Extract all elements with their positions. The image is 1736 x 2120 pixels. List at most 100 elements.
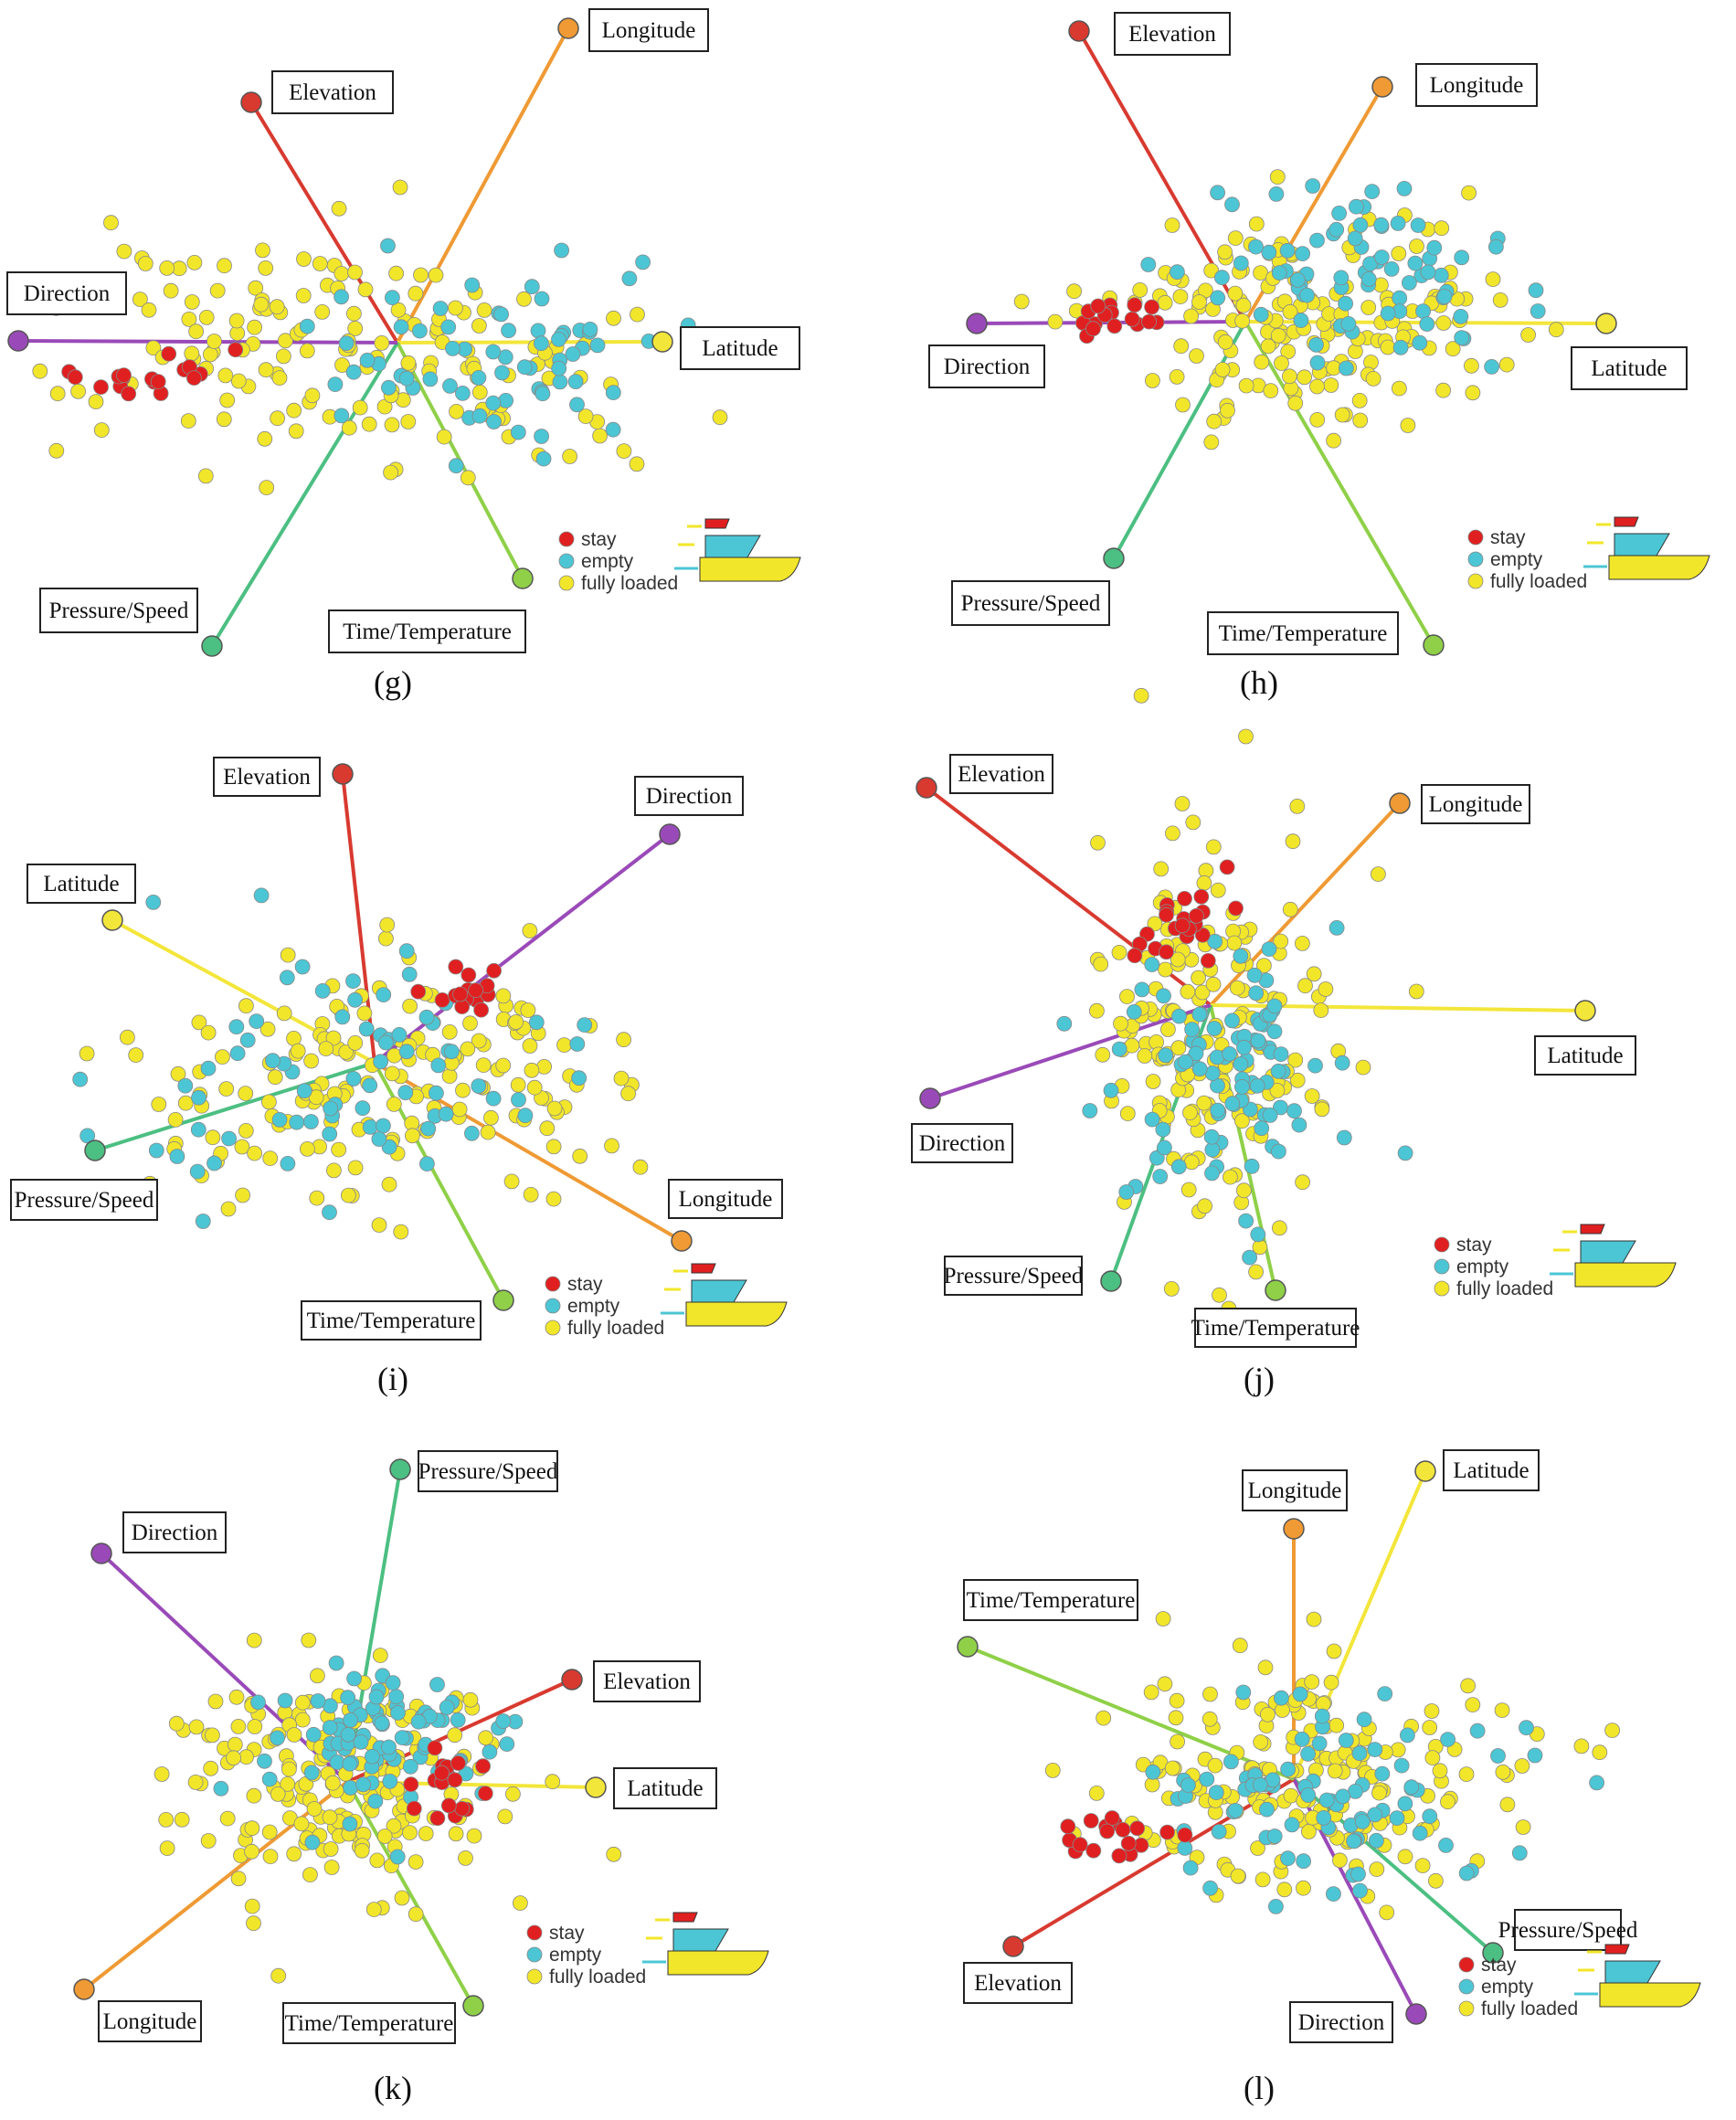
point-fully-loaded: [207, 1693, 224, 1710]
axis-label-box: [6, 271, 127, 315]
axis-label-box: [928, 344, 1045, 388]
point-empty: [1440, 1732, 1455, 1747]
point-empty: [1589, 1775, 1604, 1791]
boat-barge-icon: [1608, 555, 1710, 580]
point-fully-loaded: [262, 1849, 279, 1864]
point-stay: [403, 1776, 419, 1793]
point-fully-loaded: [187, 1775, 204, 1790]
point-empty: [177, 1077, 194, 1094]
axis-label-time-temperature: Time/Temperature: [1219, 621, 1388, 646]
point-fully-loaded: [340, 1187, 356, 1203]
point-fully-loaded: [361, 416, 377, 432]
axis-anchor-pressure-speed: [389, 1458, 411, 1480]
point-fully-loaded: [428, 267, 444, 283]
legend-label-fully-loaded: fully loaded: [549, 1966, 646, 1988]
point-fully-loaded: [246, 1632, 262, 1648]
point-empty: [304, 1834, 321, 1850]
point-empty: [1309, 355, 1326, 371]
point-fully-loaded: [1183, 1154, 1200, 1171]
point-fully-loaded: [288, 423, 304, 440]
point-fully-loaded: [372, 1648, 388, 1663]
axis-label-pressure-speed: Pressure/Speed: [961, 591, 1101, 616]
point-fully-loaded: [1238, 377, 1254, 394]
axis-label-box: [1207, 611, 1399, 655]
point-fully-loaded: [1380, 339, 1396, 355]
point-empty: [1188, 1045, 1204, 1062]
axis-anchor-pressure-speed: [1482, 1942, 1504, 1964]
point-fully-loaded: [1248, 1264, 1264, 1280]
point-empty: [271, 1112, 288, 1128]
point-empty: [569, 397, 585, 413]
panel-i: ElevationDirectionLatitudeLongitudeTime/…: [10, 757, 788, 1341]
point-fully-loaded: [577, 408, 594, 425]
legend-label-empty: empty: [1481, 1977, 1534, 1998]
point-fully-loaded: [312, 256, 328, 271]
point-fully-loaded: [1287, 395, 1304, 411]
point-fully-loaded: [1234, 1113, 1250, 1129]
point-empty: [1347, 230, 1363, 247]
point-empty: [1296, 1853, 1311, 1870]
point-fully-loaded: [270, 1786, 286, 1802]
point-fully-loaded: [1434, 220, 1450, 237]
point-fully-loaded: [448, 300, 463, 316]
point-fully-loaded: [503, 1173, 520, 1190]
point-fully-loaded: [280, 1776, 296, 1792]
point-fully-loaded: [1334, 407, 1350, 423]
caption-j: (j): [1244, 1361, 1275, 1397]
point-empty: [1182, 1860, 1199, 1876]
point-empty: [384, 290, 400, 306]
legend-marker-stay: [526, 1924, 543, 1941]
point-empty: [554, 242, 569, 259]
point-fully-loaded: [1089, 1002, 1105, 1019]
point-empty: [333, 408, 350, 424]
point-fully-loaded: [455, 1082, 471, 1098]
point-fully-loaded: [1182, 1105, 1198, 1120]
axis-line-pressure-speed: [345, 1468, 402, 1783]
point-empty: [1410, 217, 1426, 233]
point-fully-loaded: [1165, 825, 1180, 842]
point-fully-loaded: [1236, 1182, 1252, 1199]
point-empty: [270, 1730, 285, 1746]
point-fully-loaded: [331, 200, 347, 217]
point-fully-loaded: [1088, 1786, 1105, 1801]
point-empty: [340, 1726, 356, 1743]
legend-label-empty: empty: [1490, 549, 1543, 570]
point-empty: [1249, 1077, 1265, 1094]
point-empty: [345, 1071, 362, 1086]
point-empty: [195, 1214, 211, 1229]
point-fully-loaded: [1445, 341, 1461, 357]
point-fully-loaded: [159, 1840, 175, 1856]
legend-marker-fully-loaded: [1467, 573, 1484, 589]
boat-icons: [661, 1263, 788, 1327]
point-fully-loaded: [448, 1826, 464, 1842]
point-empty: [1202, 1880, 1218, 1896]
point-empty: [516, 359, 533, 376]
point-empty: [398, 1044, 415, 1060]
point-fully-loaded: [1301, 1824, 1317, 1839]
point-fully-loaded: [188, 323, 205, 340]
point-empty: [401, 966, 418, 982]
point-fully-loaded: [572, 1148, 588, 1164]
point-empty: [1326, 1886, 1341, 1903]
point-empty: [250, 1694, 266, 1711]
point-fully-loaded: [1515, 1819, 1531, 1835]
point-empty: [1178, 1054, 1193, 1070]
point-fully-loaded: [230, 1719, 247, 1734]
point-fully-loaded: [1520, 327, 1536, 343]
point-empty: [1356, 1712, 1372, 1728]
point-empty: [485, 395, 502, 411]
point-empty: [1157, 1140, 1172, 1156]
point-fully-loaded: [1254, 1871, 1271, 1888]
point-fully-loaded: [347, 1035, 364, 1051]
point-empty: [374, 1715, 390, 1732]
axis-anchor-longitude: [1389, 792, 1411, 814]
point-fully-loaded: [1066, 283, 1082, 300]
point-fully-loaded: [116, 243, 132, 260]
point-empty: [228, 1019, 245, 1035]
point-empty: [1261, 244, 1277, 260]
axis-anchor-time-temperature: [957, 1636, 979, 1658]
point-empty: [1111, 1041, 1127, 1057]
point-empty: [1469, 1722, 1486, 1739]
